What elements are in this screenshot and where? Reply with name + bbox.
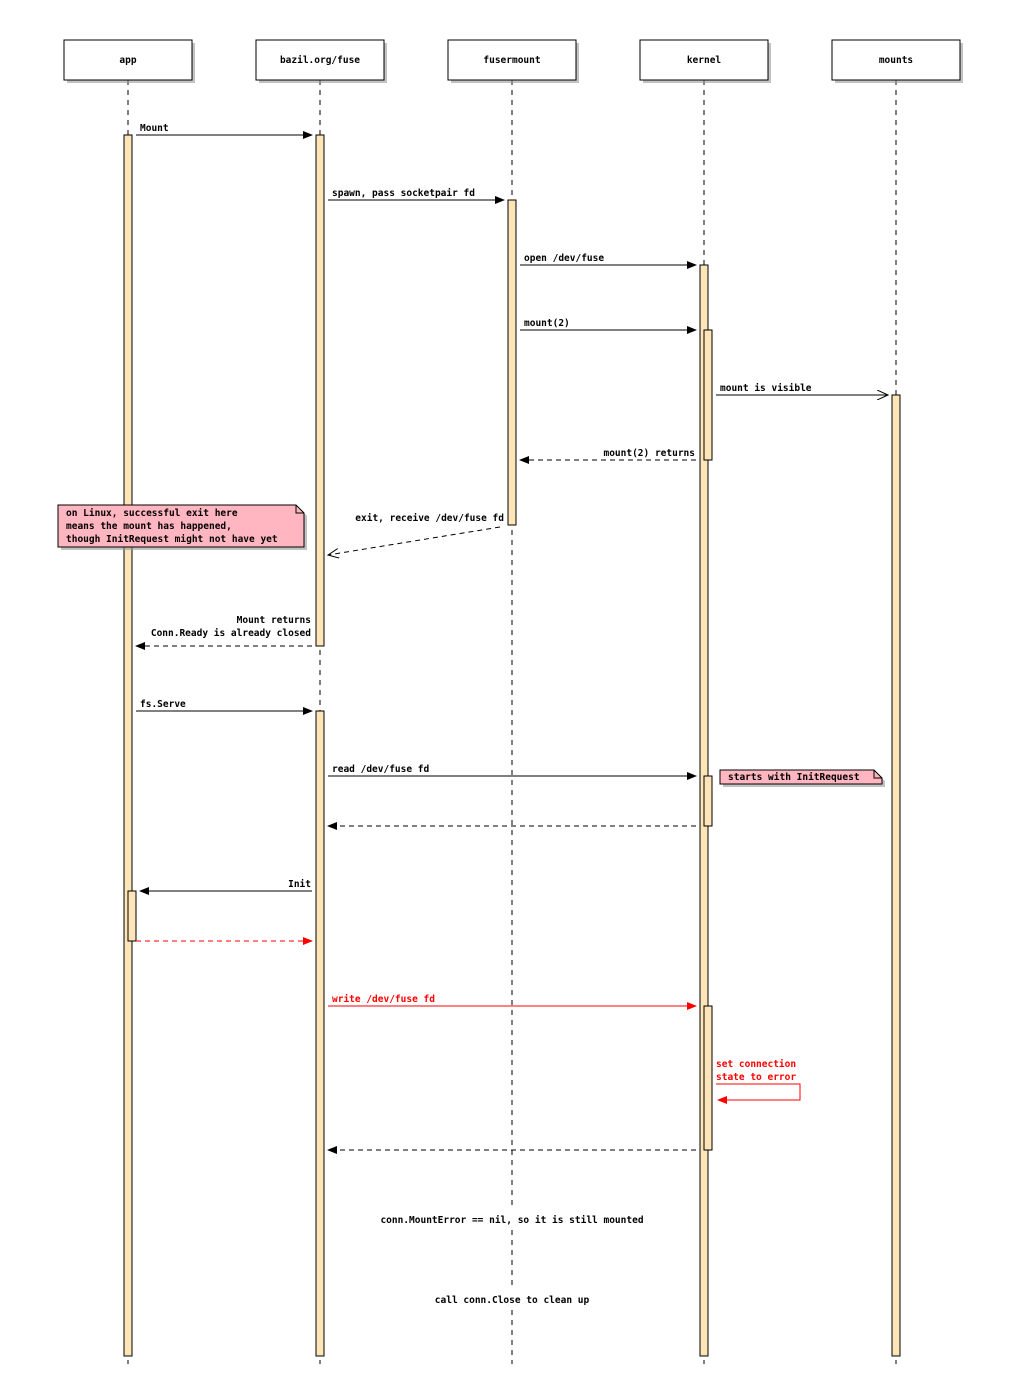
message-spawn: spawn, pass socketpair fd [328,188,505,204]
note-init-request: starts with InitRequest [719,769,885,787]
note-text: though InitRequest might not have yet [66,534,278,545]
message-label: mount(2) returns [603,448,695,459]
divider-mount-error: conn.MountError == nil, so it is still m… [370,1208,654,1226]
participant-label: fusermount [483,55,540,66]
message-label: state to error [716,1072,796,1083]
participant-label: mounts [879,55,913,66]
message-init: Init [139,879,312,895]
message-mount-returns: Mount returns Conn.Ready is already clos… [135,615,312,650]
activation-app [123,134,133,1357]
message-label: spawn, pass socketpair fd [332,188,475,199]
message-set-error: set connection state to error [716,1059,801,1104]
activation-app-init [127,890,137,942]
message-mount2-returns: mount(2) returns [519,448,696,464]
message-visible: mount is visible [716,383,888,395]
message-label: set connection [716,1059,796,1070]
participant-label: kernel [687,55,722,66]
message-label: Init [288,879,311,890]
message-label: Conn.Ready is already closed [151,628,311,639]
note-linux: on Linux, successful exit here means the… [57,504,307,550]
note-text: on Linux, successful exit here [66,508,238,519]
activation-kernel-write [703,1005,713,1151]
message-open: open /dev/fuse [520,253,697,269]
message-write: write /dev/fuse fd [328,994,697,1010]
participant-kernel: kernel [639,39,771,83]
activations [123,134,901,1357]
participant-mounts: mounts [831,39,963,83]
note-text: starts with InitRequest [728,772,860,783]
activation-mounts [891,394,901,1357]
divider-close: call conn.Close to clean up [426,1288,598,1306]
message-label: open /dev/fuse [524,253,604,264]
message-label: Mount [140,123,169,134]
message-label: mount(2) [524,318,570,329]
message-exit: exit, receive /dev/fuse fd [328,513,504,555]
activation-bazil-mount [315,134,325,647]
message-label: Mount returns [237,615,311,626]
message-label: exit, receive /dev/fuse fd [355,513,504,524]
activation-fusermount [507,199,517,526]
participant-label: app [119,55,136,66]
participant-fusermount: fusermount [447,39,579,83]
participant-label: bazil.org/fuse [280,55,360,66]
activation-kernel-read [703,775,713,827]
divider-text: conn.MountError == nil, so it is still m… [380,1215,643,1226]
message-fs-serve: fs.Serve [136,699,313,715]
message-read: read /dev/fuse fd [328,764,697,780]
message-mount2: mount(2) [520,318,697,334]
participant-bazil: bazil.org/fuse [255,39,387,83]
participant-app: app [63,39,195,83]
activation-bazil-serve [315,710,325,1357]
divider-text: call conn.Close to clean up [435,1295,590,1306]
message-mount: Mount [136,123,313,139]
message-label: fs.Serve [140,699,186,710]
activation-kernel-mount [703,329,713,461]
message-label: mount is visible [720,383,812,394]
message-label: write /dev/fuse fd [332,994,435,1005]
note-text: means the mount has happened, [66,521,232,532]
message-label: read /dev/fuse fd [332,764,430,775]
